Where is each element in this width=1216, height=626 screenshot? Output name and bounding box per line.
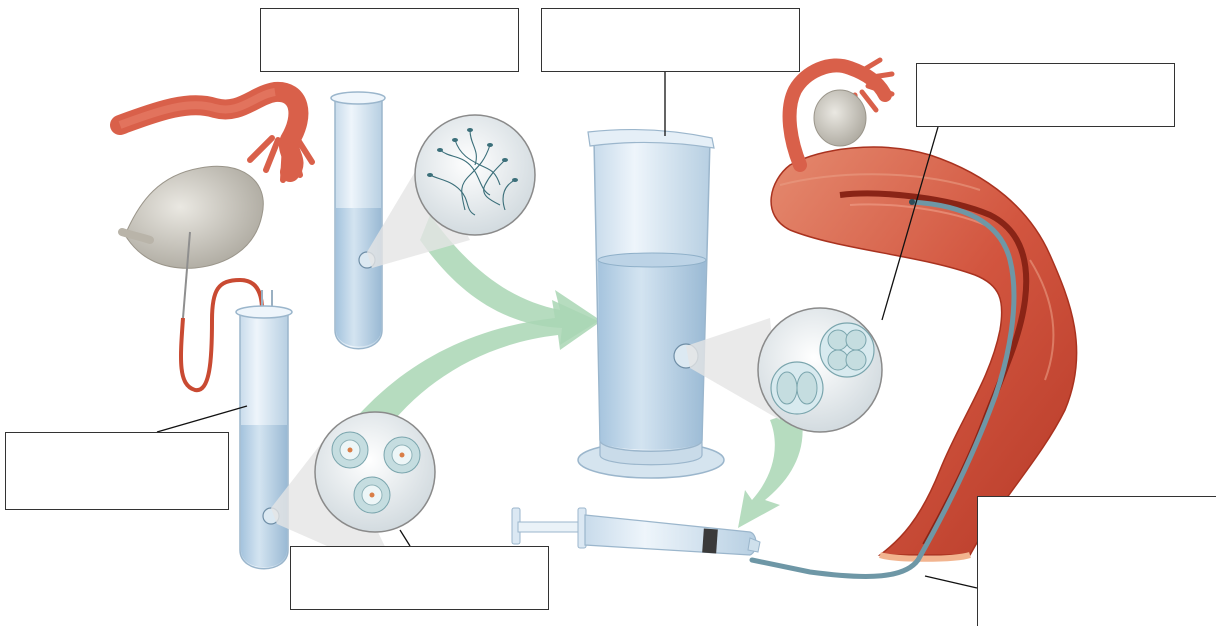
label-box-top-mid <box>541 8 800 72</box>
two-cell-embryo <box>771 362 823 414</box>
egg-cell-2 <box>384 437 420 473</box>
label-box-bottom-mid <box>290 546 549 610</box>
pointer-bottom-right-box <box>925 576 977 588</box>
egg-test-tube <box>236 306 292 569</box>
embryo-magnifier <box>686 308 882 432</box>
sperm-test-tube <box>331 92 385 349</box>
pointer-left-box <box>157 406 247 432</box>
beaker <box>578 130 724 478</box>
label-box-left <box>5 432 229 510</box>
egg-cell-3 <box>354 477 390 513</box>
syringe <box>512 508 760 555</box>
left-ovary <box>122 166 263 268</box>
label-box-bottom-right <box>977 496 1216 626</box>
label-box-top-right <box>916 63 1175 127</box>
four-cell-embryo <box>820 323 874 377</box>
egg-cell-1 <box>332 432 368 468</box>
arrow-embryo-to-syringe <box>738 410 803 528</box>
right-ovary <box>814 90 866 146</box>
sperm-magnifier <box>367 115 535 268</box>
label-box-top-left <box>260 8 519 72</box>
pointer-bottom-mid-box <box>400 530 410 546</box>
